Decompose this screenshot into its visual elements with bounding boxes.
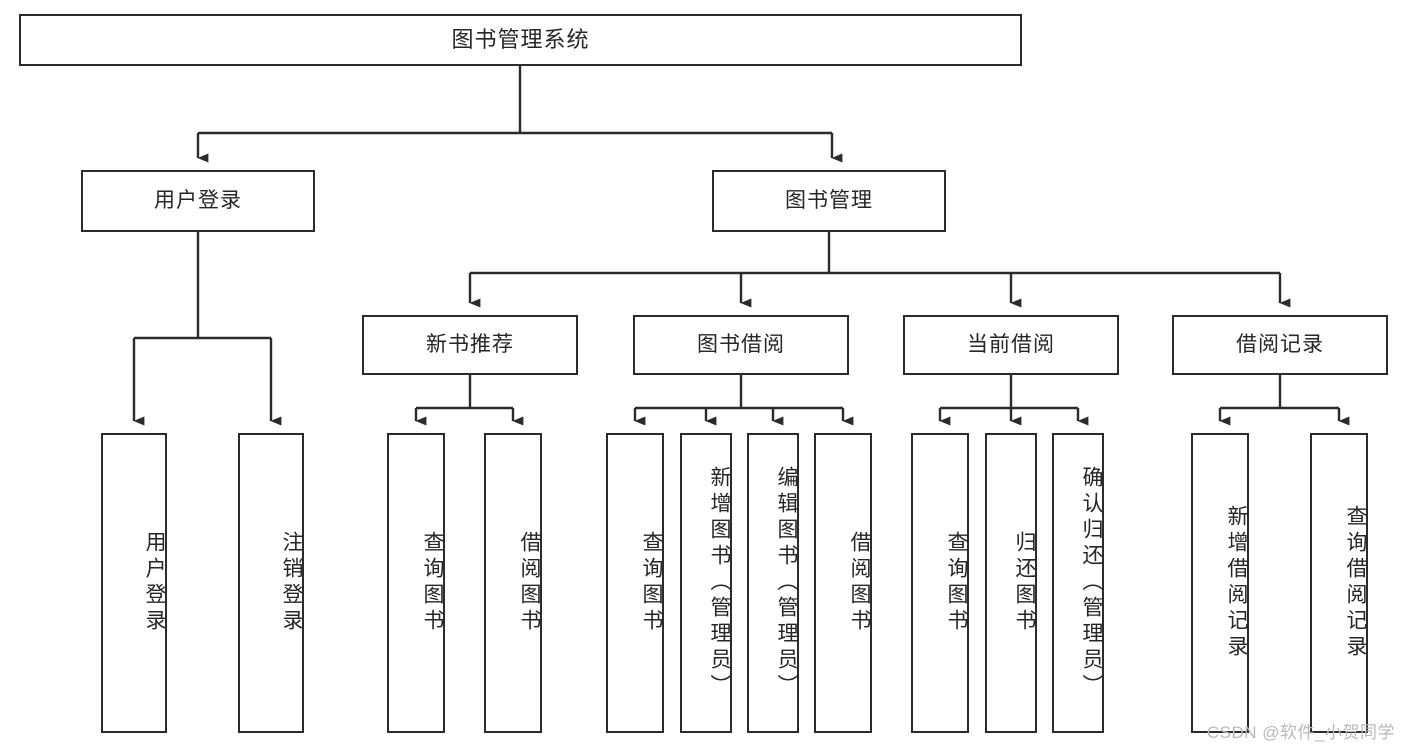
leaf-borrow-book[interactable]: 借阅图书 xyxy=(814,433,872,733)
leaf-add-borrow-record[interactable]: 新增借阅记录 xyxy=(1191,433,1249,733)
node-label: 新增借阅记录 xyxy=(1225,505,1248,661)
node-label: 借阅记录 xyxy=(1236,333,1324,357)
node-book-borrow[interactable]: 图书借阅 xyxy=(633,315,849,375)
node-label: 新增图书（管理员） xyxy=(708,466,731,700)
node-label: 查询图书 xyxy=(421,531,444,635)
node-current-borrow[interactable]: 当前借阅 xyxy=(903,315,1119,375)
node-root-system[interactable]: 图书管理系统 xyxy=(19,14,1022,66)
node-label: 注销登录 xyxy=(280,531,303,635)
node-label: 图书管理 xyxy=(785,189,873,213)
leaf-return-book[interactable]: 归还图书 xyxy=(985,433,1037,733)
leaf-query-book-current[interactable]: 查询图书 xyxy=(911,433,969,733)
leaf-logout[interactable]: 注销登录 xyxy=(238,433,304,733)
leaf-confirm-return-admin[interactable]: 确认归还（管理员） xyxy=(1052,433,1104,733)
leaf-edit-book-admin[interactable]: 编辑图书（管理员） xyxy=(747,433,799,733)
node-label: 借阅图书 xyxy=(848,531,871,635)
leaf-query-book-recommend[interactable]: 查询图书 xyxy=(387,433,445,733)
node-label: 归还图书 xyxy=(1013,531,1036,635)
node-book-management[interactable]: 图书管理 xyxy=(712,170,946,232)
node-borrow-records[interactable]: 借阅记录 xyxy=(1172,315,1388,375)
leaf-borrow-book-recommend[interactable]: 借阅图书 xyxy=(484,433,542,733)
node-label: 新书推荐 xyxy=(426,333,514,357)
node-label: 用户登录 xyxy=(154,189,242,213)
node-label: 借阅图书 xyxy=(518,531,541,635)
leaf-add-book-admin[interactable]: 新增图书（管理员） xyxy=(680,433,732,733)
node-label: 图书借阅 xyxy=(697,333,785,357)
leaf-query-borrow-record[interactable]: 查询借阅记录 xyxy=(1310,433,1368,733)
leaf-user-login[interactable]: 用户登录 xyxy=(101,433,167,733)
node-label: 查询借阅记录 xyxy=(1344,505,1367,661)
node-label: 当前借阅 xyxy=(967,333,1055,357)
node-label: 查询图书 xyxy=(945,531,968,635)
node-label: 编辑图书（管理员） xyxy=(775,466,798,700)
leaf-query-book-borrow[interactable]: 查询图书 xyxy=(606,433,664,733)
node-label: 图书管理系统 xyxy=(451,26,590,52)
node-new-book-recommend[interactable]: 新书推荐 xyxy=(362,315,578,375)
node-label: 确认归还（管理员） xyxy=(1080,466,1103,700)
node-label: 用户登录 xyxy=(143,531,166,635)
watermark-text: CSDN @软件_小贺同学 xyxy=(1206,723,1395,742)
node-user-login[interactable]: 用户登录 xyxy=(81,170,315,232)
node-label: 查询图书 xyxy=(640,531,663,635)
